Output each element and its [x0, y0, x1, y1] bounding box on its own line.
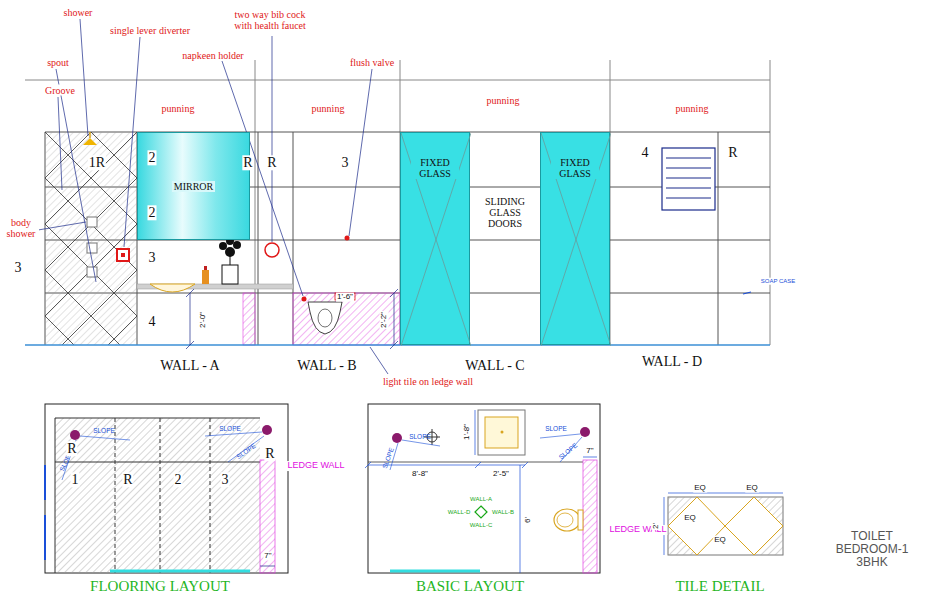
slope-mark: SLOPE	[92, 427, 116, 434]
dimension: 2'-2"	[380, 311, 389, 329]
tile-number: R	[266, 155, 277, 170]
dimension: 2'-0"	[199, 311, 208, 329]
tile-number: 2	[148, 205, 157, 220]
dimension: EQ	[713, 536, 727, 545]
slope-mark: SLOPE	[408, 433, 432, 440]
tile-number: 3	[14, 260, 23, 275]
tile-number: 3	[148, 250, 157, 265]
annotation: shower	[63, 7, 94, 18]
flooring-plan	[45, 404, 288, 573]
tile-number: 4	[641, 145, 650, 160]
mirror-panel: MIRROR	[137, 132, 250, 240]
tile-number: 1R	[88, 155, 106, 170]
ledge-label: LEDGE WALL	[286, 461, 345, 471]
compass-label: WALL-D	[447, 509, 471, 516]
drawing-title: BASIC LAYOUT	[415, 578, 525, 595]
finish-note: punning	[311, 103, 346, 114]
annotation: single lever diverter	[109, 25, 191, 36]
panel-label: FIXED GLASS	[551, 157, 599, 179]
annotation: Groove	[44, 85, 76, 96]
tile-number: R	[242, 155, 253, 170]
compass-label: WALL-A	[469, 496, 493, 503]
slope-mark: SLOPE	[381, 446, 396, 471]
glass-line	[401, 133, 471, 346]
annotation: light tile on ledge wall	[382, 376, 474, 387]
fixed-glass-panel: FIXED GLASS	[540, 132, 610, 345]
fixed-glass-panel: FIXED GLASS	[400, 132, 470, 345]
tile-number: R	[727, 145, 738, 160]
fixture-label: SOAP CASE	[760, 278, 797, 285]
dimension: 7"	[585, 447, 594, 456]
dimension: 2'-5"	[492, 470, 510, 479]
door-label: SLIDING GLASS DOORS	[474, 196, 536, 229]
wall-label: WALL - A	[159, 358, 220, 373]
dimension: 8'-8"	[411, 470, 429, 479]
slope-mark: SLOPE	[234, 441, 257, 460]
glass-line	[541, 133, 611, 346]
tile-number: R	[264, 446, 275, 461]
drawing-title: TILE DETAIL	[674, 578, 765, 595]
dimension: 7"	[263, 552, 272, 561]
tile-number: 1	[71, 472, 80, 487]
annotation: flush valve	[349, 57, 395, 68]
finish-note: punning	[675, 103, 710, 114]
dimension: EQ	[683, 514, 697, 523]
finish-note: punning	[486, 95, 521, 106]
glass-line	[541, 133, 611, 346]
tile-number: 2	[148, 150, 157, 165]
dimension: EQ	[693, 484, 707, 493]
wall-label: WALL - B	[296, 358, 357, 373]
annotation: napkeen holder	[181, 50, 244, 61]
finish-note: punning	[161, 103, 196, 114]
dimension: 2'	[652, 522, 661, 530]
tile-number: 2	[174, 472, 183, 487]
glass-line	[401, 133, 471, 346]
dimension: 6'	[524, 516, 533, 524]
elevation	[25, 19, 770, 374]
dimension: 1'-6"	[336, 293, 354, 302]
slope-mark: SLOPE	[218, 425, 242, 432]
tile-number: R	[122, 472, 133, 487]
slope-mark: SLOPE	[557, 441, 580, 462]
basic-plan	[365, 404, 600, 573]
annotation: body shower	[3, 217, 39, 239]
tile-number: R	[66, 441, 77, 456]
dimension: EQ	[745, 484, 759, 493]
dimension: 1'-8"	[463, 423, 472, 441]
sheet-title: TOILET BEDROOM-1 3BHK	[829, 530, 915, 570]
wall-label: WALL - D	[641, 354, 703, 369]
tile-number: 4	[148, 314, 157, 329]
drawing-title: FLOORING LAYOUT	[89, 578, 231, 595]
compass-label: WALL-B	[491, 509, 515, 516]
tile-number: 3	[221, 472, 230, 487]
tile-number: 3	[341, 155, 350, 170]
slope-mark: SLOPE	[544, 425, 568, 432]
annotation: spout	[46, 57, 70, 68]
wall-label: WALL - C	[464, 358, 525, 373]
panel-label: FIXED GLASS	[411, 157, 459, 179]
panel-label: MIRROR	[172, 181, 215, 192]
tile-detail	[664, 493, 783, 555]
compass-label: WALL-C	[469, 522, 493, 529]
annotation: two way bib cock with health faucet	[224, 9, 316, 31]
